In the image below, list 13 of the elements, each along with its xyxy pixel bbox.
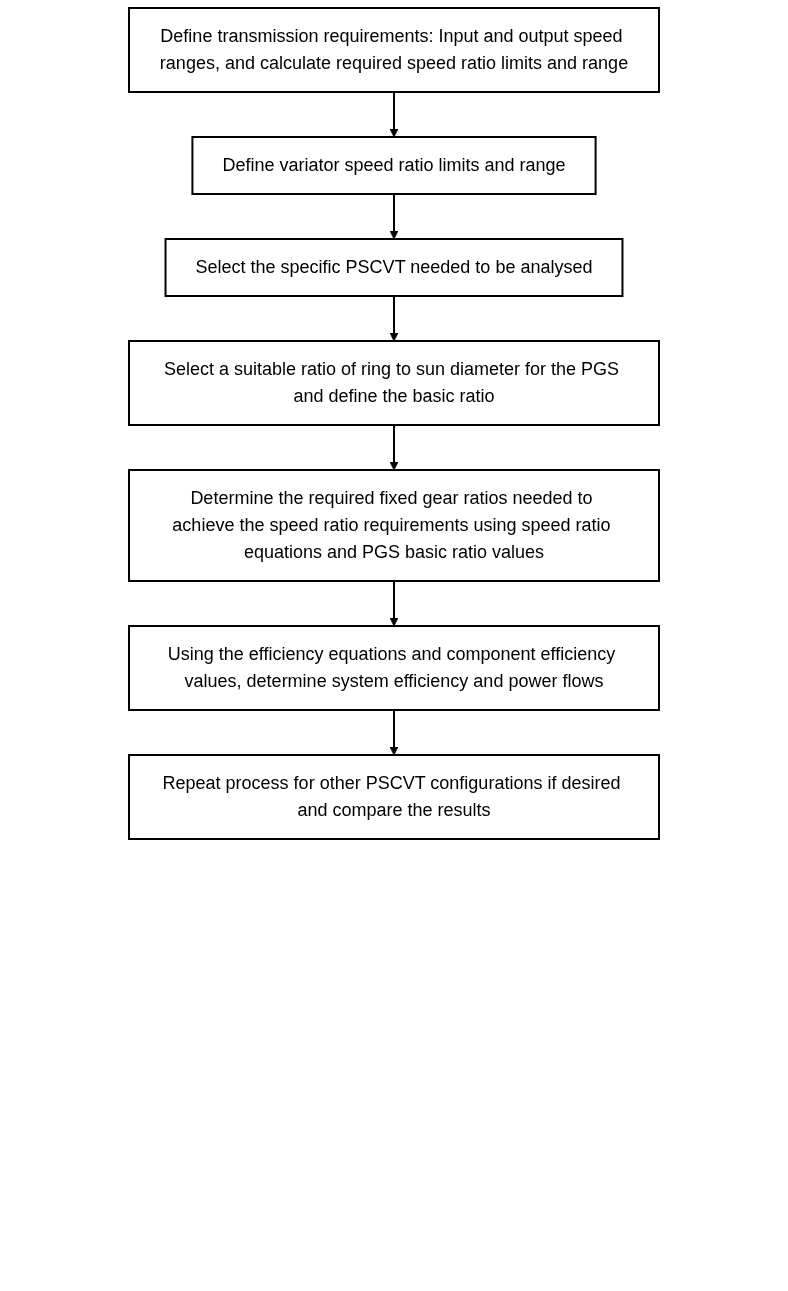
arrow (389, 580, 399, 627)
arrow (389, 295, 399, 342)
node-box: Define transmission requirements: Input and output speed ranges, and calculate required speed ratio limits and range (128, 7, 660, 93)
arrow (389, 91, 399, 138)
node-box: Define variator speed ratio limits and range (191, 136, 597, 195)
node-box: Repeat process for other PSCVT configurations if desired and compare the results (128, 754, 660, 840)
node-box: Select a suitable ratio of ring to sun diameter for the PGS and define the basic ratio (128, 340, 660, 426)
node-box: Determine the required fixed gear ratios needed to achieve the speed ratio requirements using speed ratio equations and PGS basic ratio values (128, 469, 660, 582)
node-box: Select the specific PSCVT needed to be analysed (164, 238, 624, 297)
arrow (389, 193, 399, 240)
arrow (389, 424, 399, 471)
node-box: Using the efficiency equations and component efficiency values, determine system efficiency and power flows (128, 625, 660, 711)
arrow (389, 709, 399, 756)
